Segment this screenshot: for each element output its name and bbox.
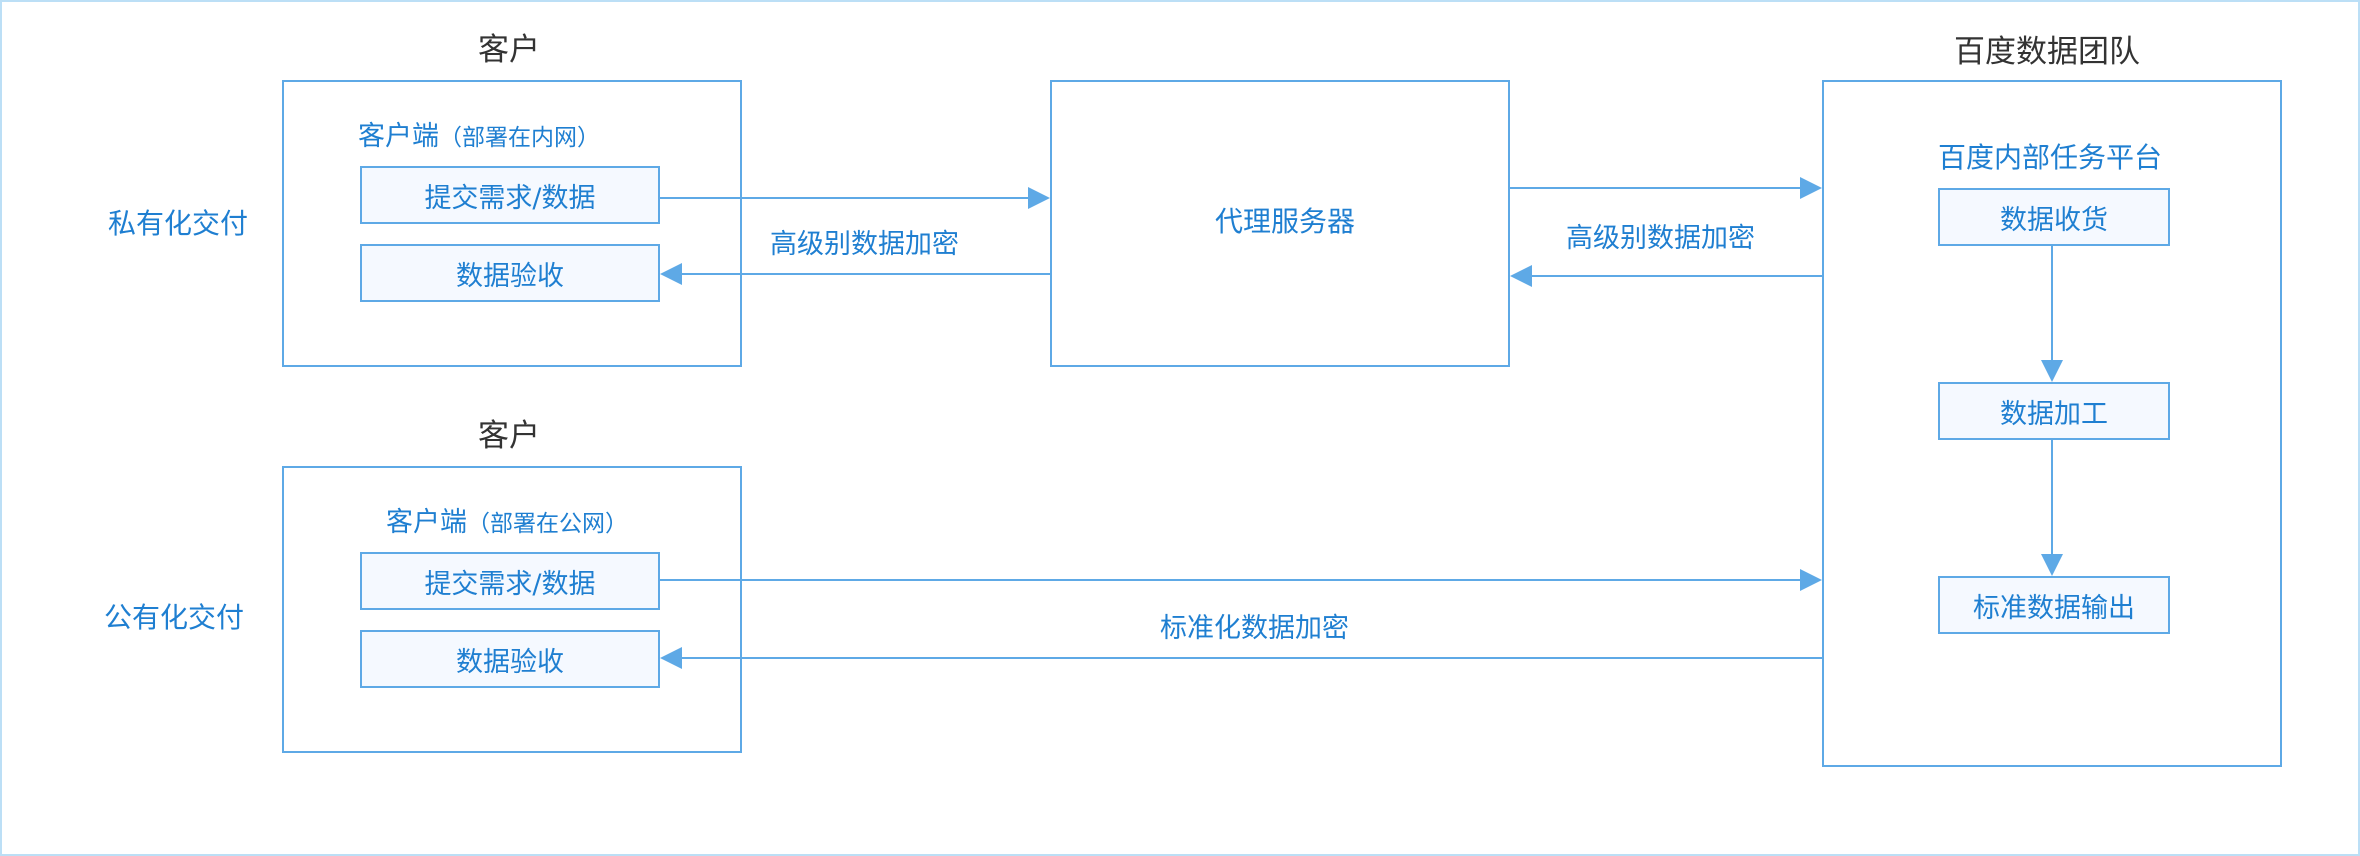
baidu-step-process: 数据加工 (1938, 382, 2170, 440)
private-client-title: 客户端 (358, 121, 439, 152)
arrowhead-submit-to-proxy (1028, 187, 1050, 209)
private-client-heading: 客户端（部署在内网） (358, 114, 600, 153)
arrowhead-baidu-to-proxy (1510, 265, 1532, 287)
edge-label-client-proxy: 高级别数据加密 (770, 229, 959, 260)
edge-label-public-baidu: 标准化数据加密 (1160, 613, 1349, 644)
baidu-step-output: 标准数据输出 (1938, 576, 2170, 634)
customer-title-top: 客户 (478, 32, 540, 68)
baidu-platform-label: 百度内部任务平台 (1938, 141, 2163, 174)
private-client-note: （部署在内网） (439, 125, 600, 151)
baidu-team-title: 百度数据团队 (1954, 34, 2140, 70)
public-accept-box: 数据验收 (360, 630, 660, 688)
edge-label-proxy-baidu: 高级别数据加密 (1566, 223, 1755, 254)
arrowhead-step2-to-step3 (2041, 554, 2063, 576)
public-submit-box: 提交需求/数据 (360, 552, 660, 610)
public-client-heading: 客户端（部署在公网） (386, 500, 628, 539)
arrowhead-proxy-to-baidu (1800, 177, 1822, 199)
arrowhead-baidu-to-public-accept (660, 647, 682, 669)
proxy-server-box (1050, 80, 1510, 367)
public-delivery-label: 公有化交付 (104, 601, 245, 634)
customer-title-bottom: 客户 (478, 418, 540, 454)
public-client-title: 客户端 (386, 507, 467, 538)
private-submit-box: 提交需求/数据 (360, 166, 660, 224)
proxy-server-label: 代理服务器 (1215, 205, 1356, 238)
arrowhead-step1-to-step2 (2041, 360, 2063, 382)
private-delivery-label: 私有化交付 (108, 207, 249, 240)
arrowhead-public-submit-to-baidu (1800, 569, 1822, 591)
baidu-step-receive: 数据收货 (1938, 188, 2170, 246)
public-client-note: （部署在公网） (467, 511, 628, 537)
arrowhead-proxy-to-accept (660, 263, 682, 285)
private-accept-box: 数据验收 (360, 244, 660, 302)
